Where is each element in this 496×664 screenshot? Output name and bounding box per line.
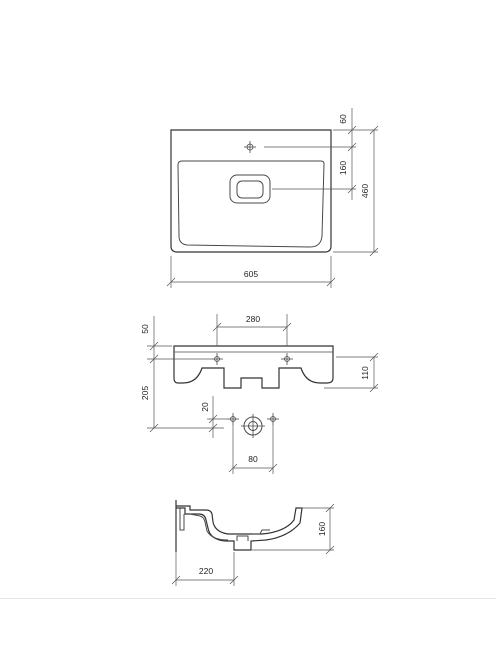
hole-spacing-dimension-line [228,425,278,474]
dim-hole-offset-label: 20 [200,402,210,412]
dim-side-height-label: 160 [317,522,327,536]
tap-hole-marker [244,141,256,153]
tap-spacing-dimension-line [212,314,292,346]
dim-height-label: 110 [360,366,370,380]
wall-hole-right [267,413,279,425]
side-height-dimension-line [252,503,335,555]
side-depth-dimension-line [171,552,239,586]
width-dimension-line [166,256,336,288]
basin-side-waste-detail [236,529,270,541]
dim-side-depth-label: 220 [199,566,213,576]
basin-top-bowl [177,160,325,248]
basin-side-rim-detail [179,508,185,531]
right-dimension-lines [264,108,379,257]
dim-tap-to-back-label: 60 [338,114,348,124]
front-tap-mark-right [281,353,293,365]
basin-side-inner-profile [189,513,229,541]
basin-front-outline [173,345,334,389]
dim-tap-to-waste-label: 160 [338,161,348,175]
wall-mount-view: 20 80 [200,396,279,474]
left-dimension-lines [147,316,224,433]
front-tap-mark-left [211,353,223,365]
basin-side-outer-profile [176,505,303,551]
dim-tap-spacing-label: 280 [246,314,260,324]
page-divider [0,598,496,599]
height-dimension-line [324,352,379,393]
wall-hole-left [227,413,239,425]
basin-top-outline [170,129,332,253]
dim-hole-spacing-label: 80 [248,454,258,464]
dim-tap-height-offset-label: 50 [140,324,150,334]
top-view: 60 160 460 605 [166,108,379,288]
front-view: 280 50 205 110 [140,314,379,433]
side-section-view: 160 220 [171,500,335,586]
hole-offset-dimension-line [207,396,227,438]
waste-outlet [229,174,271,204]
dim-depth-label: 460 [360,184,370,198]
dim-mount-height-label: 205 [140,386,150,400]
wall-waste-pipe [241,414,265,438]
dim-width-label: 605 [244,269,258,279]
